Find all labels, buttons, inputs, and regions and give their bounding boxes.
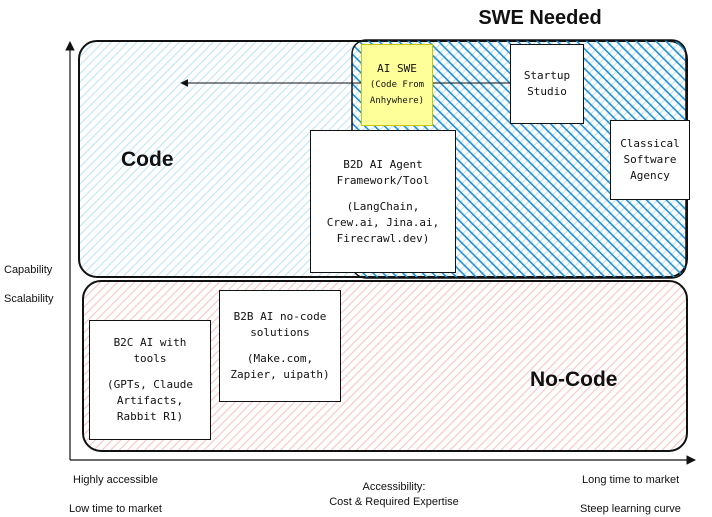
- ai-swe-line-2: (Code From: [369, 80, 425, 90]
- b2d-line-4: Crew.ai, Jina.ai,: [326, 215, 440, 229]
- x-axis-left-label-2: Low time to market: [69, 503, 162, 515]
- classical-line-1: Classical: [620, 137, 680, 150]
- b2c-line-2: tools: [133, 352, 167, 365]
- b2d-line-3: (LangChain,: [346, 199, 420, 213]
- b2c-line-5: Rabbit R1): [116, 410, 184, 423]
- b2c-line-4: Artifacts,: [116, 394, 184, 407]
- y-axis-label-capability: Capability: [4, 264, 53, 276]
- startup-studio-box: Startup Studio: [510, 44, 584, 124]
- b2c-ai-tools-box: B2C AI with tools (GPTs, Claude Artifact…: [89, 320, 211, 440]
- startup-studio-line-1: Startup: [523, 69, 571, 82]
- b2d-line-5: Firecrawl.dev): [336, 231, 430, 245]
- b2d-line-1: B2D AI Agent: [343, 157, 423, 171]
- b2d-agent-framework-box: B2D AI Agent Framework/Tool (LangChain, …: [310, 130, 456, 273]
- ai-swe-line-3: Anhywhere): [369, 96, 425, 106]
- b2b-line-1: B2B AI no-code: [233, 310, 327, 323]
- startup-studio-line-2: Studio: [527, 85, 567, 98]
- classical-line-2: Software: [623, 153, 677, 166]
- b2d-line-2: Framework/Tool: [336, 173, 430, 187]
- no-code-label: No-Code: [530, 368, 618, 391]
- b2b-line-4: Zapier, uipath): [230, 368, 330, 381]
- b2b-line-3: (Make.com,: [246, 352, 314, 365]
- x-axis-right-label-2: Steep learning curve: [580, 503, 681, 515]
- classical-software-agency-box: Classical Software Agency: [610, 120, 690, 200]
- y-axis-label-scalability: Scalability: [4, 293, 54, 305]
- ai-swe-line-1: AI SWE: [377, 62, 417, 75]
- classical-line-3: Agency: [630, 169, 670, 182]
- ai-swe-box: AI SWE (Code From Anhywhere): [361, 44, 433, 126]
- swe-needed-title: SWE Needed: [478, 7, 602, 29]
- b2c-line-3: (GPTs, Claude: [106, 378, 194, 391]
- b2b-no-code-box: B2B AI no-code solutions (Make.com, Zapi…: [219, 290, 341, 402]
- x-axis-center-label-1: Accessibility:: [362, 481, 426, 493]
- x-axis-right-label-1: Long time to market: [582, 474, 680, 486]
- code-label: Code: [121, 148, 174, 171]
- b2b-line-2: solutions: [250, 326, 310, 339]
- x-axis-center-label-2: Cost & Required Expertise: [329, 496, 459, 508]
- x-axis-left-label-1: Highly accessible: [73, 474, 158, 486]
- b2c-line-1: B2C AI with: [113, 336, 187, 349]
